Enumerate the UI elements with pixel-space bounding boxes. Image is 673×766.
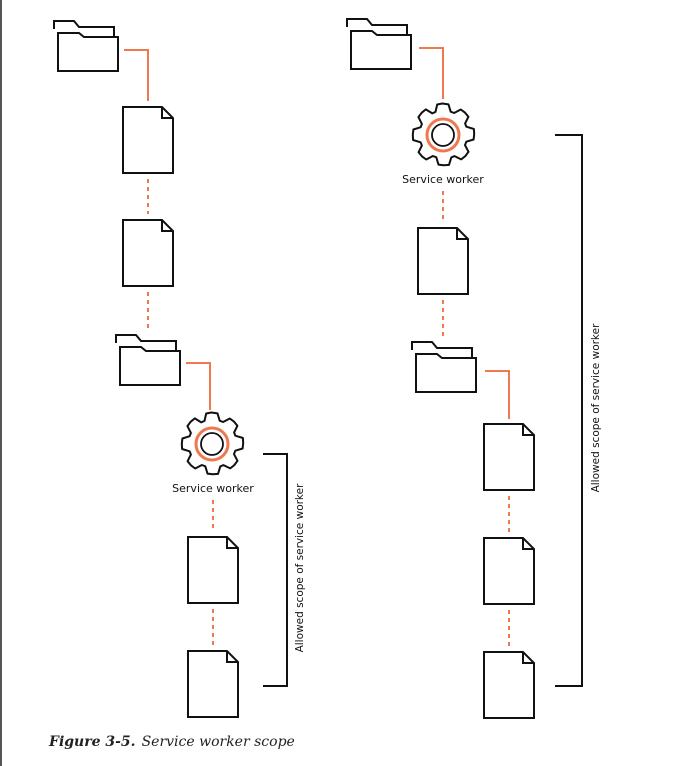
scope-label: Allowed scope of service worker xyxy=(294,483,306,653)
file-icon xyxy=(483,651,535,719)
gear-icon xyxy=(180,411,245,476)
service-worker-scope-diagram: Service worker Allowed scope of service … xyxy=(53,18,602,719)
connector-line xyxy=(124,49,149,101)
connector-line xyxy=(186,362,211,410)
connector-line xyxy=(419,47,444,99)
folder-icon xyxy=(346,18,412,70)
file-icon xyxy=(417,227,469,295)
file-icon xyxy=(483,423,535,491)
scope-label: Allowed scope of service worker xyxy=(590,323,602,493)
gear-icon xyxy=(411,102,476,167)
file-icon xyxy=(187,536,239,604)
folder-icon xyxy=(411,341,477,393)
service-worker-label: Service worker xyxy=(402,173,484,186)
file-icon xyxy=(122,106,174,174)
figure-number: Figure 3-5. xyxy=(49,734,136,750)
page-edge-rule xyxy=(0,0,2,766)
folder-icon xyxy=(115,334,181,386)
connector-line xyxy=(485,370,510,419)
scope-bracket xyxy=(263,453,288,687)
right-diagram: Service worker Allowed scope of service … xyxy=(346,18,602,719)
folder-icon xyxy=(53,20,119,72)
figure-caption: Figure 3-5. Service worker scope xyxy=(49,734,295,750)
file-icon xyxy=(483,537,535,605)
service-worker-label: Service worker xyxy=(172,482,254,495)
file-icon xyxy=(187,650,239,718)
left-diagram: Service worker Allowed scope of service … xyxy=(53,20,306,718)
scope-bracket xyxy=(555,134,583,687)
caption-text: Service worker scope xyxy=(141,734,295,750)
file-icon xyxy=(122,219,174,287)
